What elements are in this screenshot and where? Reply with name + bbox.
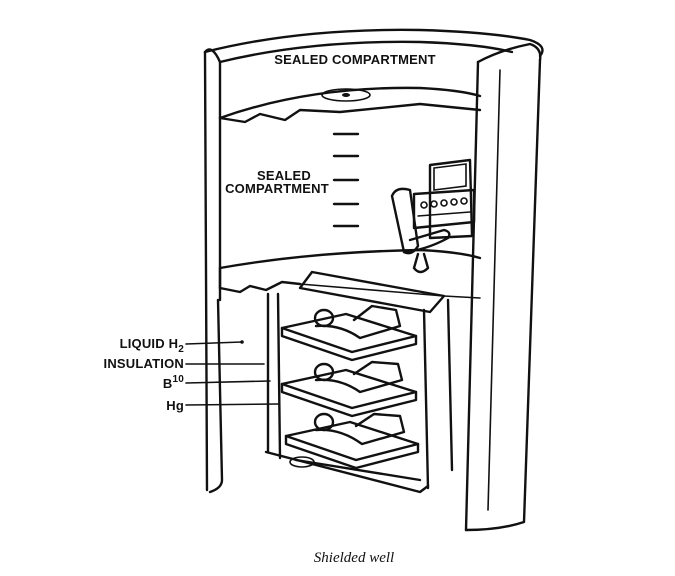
well-hatch-icon [289,456,315,468]
layer-leader-lines [185,340,279,406]
cylinder-right-wall [464,42,542,532]
mid-compartment-label-line2: COMPARTMENT [225,181,329,196]
liquid-h2-text: LIQUID H [120,336,179,351]
upper-compartment-ceiling [218,86,482,124]
operator-chair-icon [390,187,451,274]
shielded-well-box [264,270,454,494]
person-head-icon [313,362,335,382]
bunk-middle [280,360,418,418]
control-console [412,158,476,240]
hatch-center-icon [342,93,350,97]
mercury-label: Hg [166,398,184,413]
liquid-h2-subscript: 2 [178,344,184,355]
insulation-label: INSULATION [104,356,184,371]
boron-text: B [163,376,173,391]
hatch-icon [321,88,371,102]
ladder-rungs [332,132,360,228]
cylinder-top-rim [203,28,544,64]
bunk-top [280,304,418,362]
figure-caption: Shielded well [314,550,394,566]
boron-superscript: 10 [172,374,184,385]
lower-compartment-ceiling [218,248,482,299]
mid-compartment-label-line1: SEALED [257,168,311,183]
top-compartment-label: SEALED COMPARTMENT [274,52,436,67]
liquid-h2-label: LIQUID H2 [120,336,185,355]
boron-10-label: B10 [163,374,184,391]
bunk-bottom [284,412,420,470]
